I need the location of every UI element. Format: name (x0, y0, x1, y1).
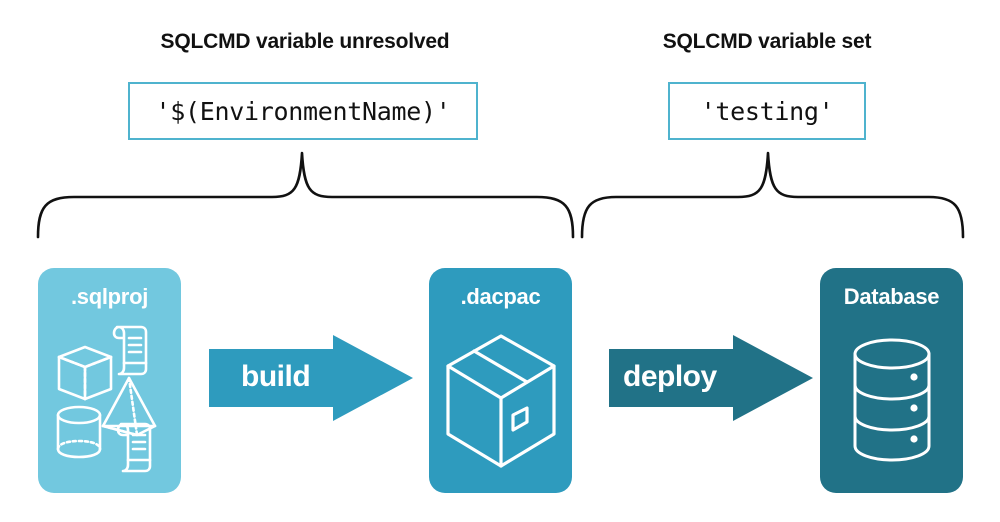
package-box-icon (445, 333, 556, 468)
scroll-icon (112, 325, 147, 375)
heading-sqlcmd-variable-unresolved: SQLCMD variable unresolved (160, 30, 450, 53)
brace-set (580, 151, 965, 239)
sqlproj-icon-cluster (38, 318, 181, 483)
stage-label-database: Database (843, 284, 940, 309)
stage-card-sqlproj: .sqlproj (38, 268, 181, 493)
arrow-label-build: build (241, 360, 311, 393)
dacpac-icon-wrap (429, 322, 572, 482)
arrow-label-deploy: deploy (623, 360, 717, 393)
stage-card-dacpac: .dacpac (429, 268, 572, 493)
value-box-testing: 'testing' (668, 82, 866, 140)
cube-icon (57, 345, 112, 400)
cylinder-icon (56, 405, 101, 458)
stage-card-database: Database (820, 268, 963, 493)
stage-label-sqlproj: .sqlproj (70, 284, 149, 309)
value-box-environment-name: '$(EnvironmentName)' (128, 82, 478, 140)
arrow-build-shape (209, 335, 413, 421)
brace-group (36, 151, 965, 239)
brace-unresolved (36, 151, 575, 239)
stage-label-dacpac: .dacpac (460, 284, 541, 309)
database-icon-wrap (820, 324, 963, 479)
value-text-testing: 'testing' (700, 96, 834, 126)
database-cylinder-icon (853, 338, 930, 461)
value-text-environment-name: '$(EnvironmentName)' (155, 96, 451, 126)
heading-sqlcmd-variable-set: SQLCMD variable set (662, 30, 872, 53)
arrow-deploy-shape (609, 335, 813, 421)
arrow-build: build (205, 333, 417, 423)
arrow-deploy: deploy (605, 333, 817, 423)
scroll-icon (116, 422, 151, 472)
